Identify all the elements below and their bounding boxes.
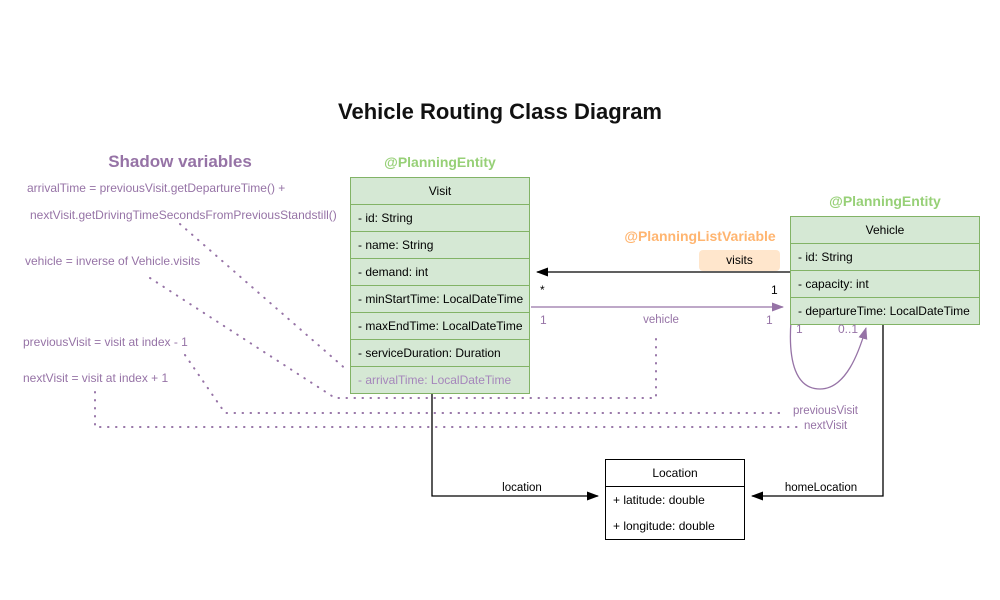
planning-entity-annotation-visit: @PlanningEntity (384, 154, 496, 170)
location-field-longitude: + longitude: double (613, 519, 715, 533)
visits-label-badge: visits (699, 250, 780, 271)
shadow-note-vehicle: vehicle = inverse of Vehicle.visits (25, 254, 201, 268)
visit-class-name: Visit (351, 178, 529, 205)
planning-entity-annotation-vehicle: @PlanningEntity (829, 193, 941, 209)
next-visit-dotted-connector (94, 391, 799, 428)
vehicle-left-multiplicity: 1 (540, 313, 547, 327)
location-association-label: location (502, 482, 542, 494)
visit-chain-left-multiplicity: 1 (796, 322, 803, 336)
visit-field-max-end-time: - maxEndTime: LocalDateTime (351, 313, 529, 340)
visits-source-multiplicity: 1 (771, 283, 778, 297)
home-location-association-label: homeLocation (784, 482, 858, 494)
vehicle-field-departure-time: - departureTime: LocalDateTime (798, 304, 970, 318)
visit-field-name: - name: String (351, 232, 529, 259)
visit-chain-self-loop-line (789, 320, 868, 390)
arrival-time-dotted-connector (179, 223, 349, 372)
visit-class-box: Visit - id: String - name: String - dema… (350, 177, 530, 394)
location-association-line (431, 386, 599, 501)
vehicle-association-label: vehicle (643, 314, 679, 326)
vehicle-class-name: Vehicle (791, 217, 979, 244)
page-title: Vehicle Routing Class Diagram (338, 99, 662, 124)
vehicle-field-id: - id: String (791, 244, 979, 271)
visits-target-multiplicity: * (540, 283, 545, 297)
shadow-note-arrival-line2: nextVisit.getDrivingTimeSecondsFromPrevi… (30, 208, 337, 222)
location-class-box: Location + latitude: double + longitude:… (605, 459, 745, 540)
location-class-name: Location (606, 460, 744, 487)
shadow-note-previous-visit: previousVisit = visit at index - 1 (23, 335, 188, 349)
next-visit-label: nextVisit (804, 420, 848, 432)
shadow-note-arrival-line1: arrivalTime = previousVisit.getDeparture… (27, 181, 286, 195)
visit-field-id: - id: String (351, 205, 529, 232)
vehicle-right-multiplicity: 1 (766, 313, 773, 327)
location-field-latitude: + latitude: double (613, 493, 705, 507)
visit-field-arrival-time: - arrivalTime: LocalDateTime (358, 373, 512, 387)
visit-field-service-duration: - serviceDuration: Duration (351, 340, 529, 367)
planning-list-variable-annotation: @PlanningListVariable (624, 228, 776, 244)
vehicle-class-box: Vehicle - id: String - capacity: int - d… (790, 216, 980, 325)
visit-field-min-start-time: - minStartTime: LocalDateTime (351, 286, 529, 313)
visit-chain-right-multiplicity: 0..1 (838, 322, 859, 336)
previous-visit-label: previousVisit (793, 405, 858, 417)
shadow-note-next-visit: nextVisit = visit at index + 1 (23, 371, 169, 385)
home-location-association-line (751, 320, 884, 501)
visit-field-demand: - demand: int (351, 259, 529, 286)
previous-visit-dotted-connector (184, 354, 787, 414)
shadow-variables-heading: Shadow variables (108, 152, 252, 171)
vehicle-field-capacity: - capacity: int (791, 271, 979, 298)
